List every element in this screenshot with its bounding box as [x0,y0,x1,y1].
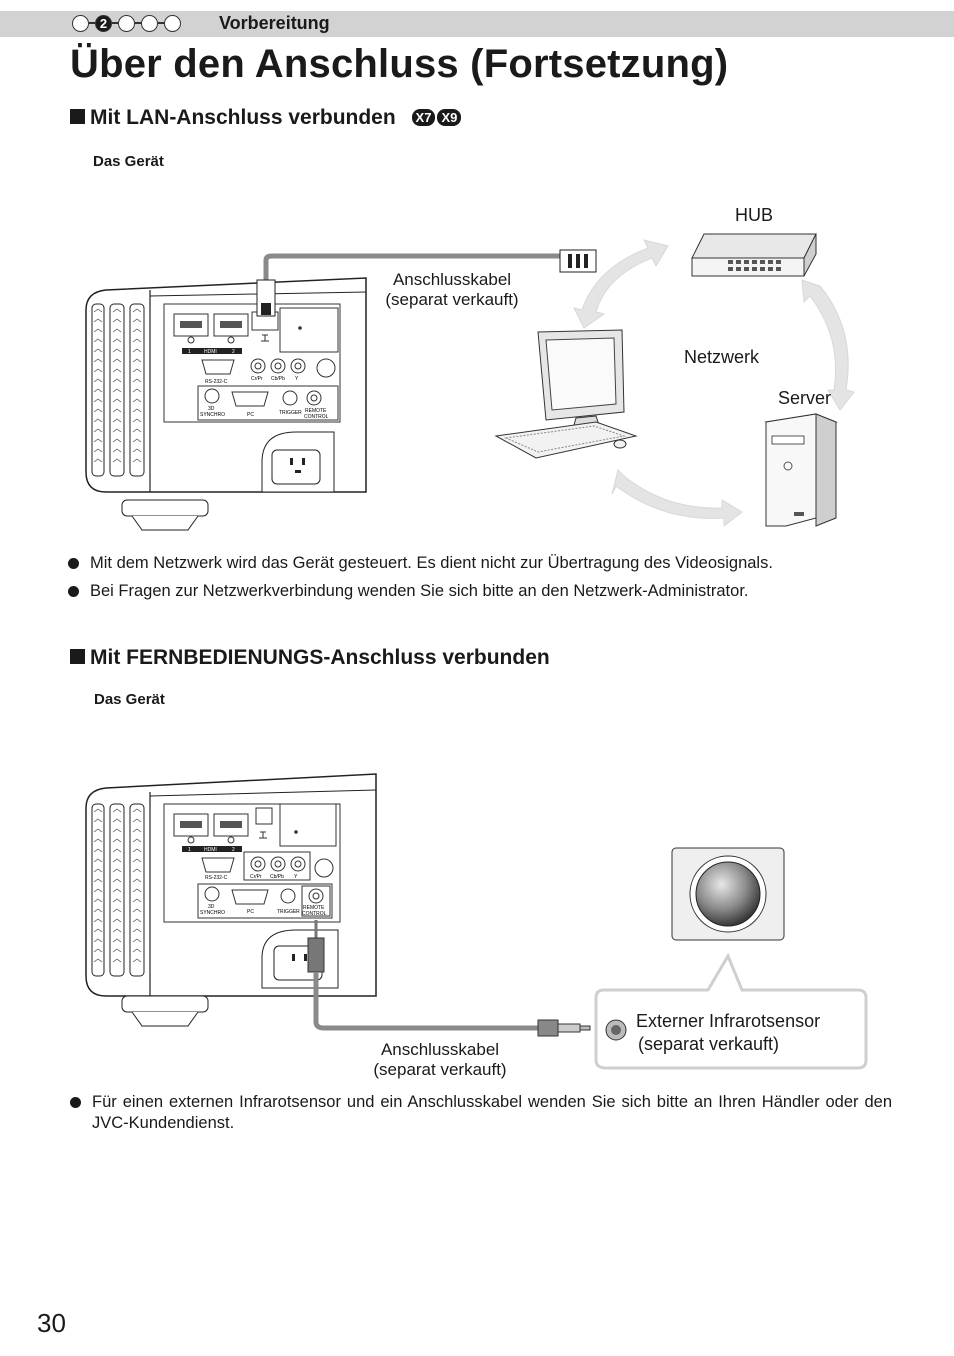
step-dot [141,14,158,32]
section-heading-text: Mit LAN-Anschluss verbunden [90,106,396,129]
panel-label: SYNCHRO [200,412,225,418]
sensor-label-line: (separat verkauft) [638,1034,780,1054]
bullet-dot [68,558,79,569]
section-heading-remote: Mit FERNBEDIENUNGS-Anschluss verbunden [70,646,550,670]
model-badge: X9 [437,109,462,126]
bullet-text: Für einen externen Infrarotsensor und ei… [92,1093,892,1132]
sensor-callout-box [594,952,868,1070]
panel-label: Cr/Pr [251,376,263,382]
panel-label: PC [247,909,254,915]
cable-label-line: (separat verkauft) [385,290,519,309]
step-connector [135,22,141,24]
step-dot [72,14,89,32]
panel-label: Cb/Pb [271,376,285,382]
panel-label: SYNCHRO [200,910,225,916]
projector-rear-illustration: 1 HDMI 2 RS-232-C Cr/Pr Cb/Pb Y 3D SYNCH… [85,773,377,1027]
panel-label: PC [247,412,254,418]
step-connector [112,22,118,24]
cable-label: Anschlusskabel (separat verkauft) [384,270,520,310]
panel-label: REMOTE [305,408,327,414]
chapter-title: Vorbereitung [219,13,330,33]
computer-illustration [494,329,638,459]
section-heading-text: Mit FERNBEDIENUNGS-Anschluss verbunden [90,646,550,669]
panel-label: Y [295,376,299,382]
page-number: 30 [37,1308,66,1338]
step-dot [164,14,181,32]
device-label: Das Gerät [93,153,164,170]
step-connector [158,22,164,24]
network-arrows [573,239,855,528]
square-bullet-icon [70,109,85,124]
sensor-label: Externer Infrarotsensor (separat verkauf… [636,1010,820,1056]
bullet-text: Mit dem Netzwerk wird das Gerät gesteuer… [90,554,773,572]
network-label: Netzwerk [684,347,760,367]
panel-label: 1 [188,847,191,853]
panel-label: HDMI [204,349,217,355]
bullet-dot [70,1097,81,1108]
panel-label: 3D [208,904,215,910]
cable-label-line: (separat verkauft) [373,1060,507,1079]
step-connector [89,22,95,24]
panel-label: Y [294,874,298,880]
cable-label-line: Anschlusskabel [380,1040,500,1059]
lan-cable [256,249,597,317]
panel-label: 2 [232,349,235,355]
remote-cable [307,920,591,1037]
panel-label: RS-232-C [205,875,228,881]
bullet-text: Bei Fragen zur Netzwerkverbindung wenden… [90,582,749,600]
model-badge: X7 [411,109,436,126]
remote-diagram: 1 HDMI 2 RS-232-C Cr/Pr Cb/Pb Y 3D SYNCH… [85,773,868,1070]
panel-label: Cr/Pr [250,874,262,880]
bullet-dot [68,586,79,597]
ir-sensor-illustration [671,847,785,941]
panel-label: CONTROL [302,911,327,917]
projector-rear-illustration: 1 HDMI 2 RS-232-C Cr/Pr Cb/Pb Y 3D SYNCH… [85,277,367,531]
device-label: Das Gerät [94,691,165,708]
hub-label: HUB [735,205,774,225]
cable-label: Anschlusskabel (separat verkauft) [370,1040,510,1080]
panel-label: 1 [188,349,191,355]
server-label: Server [778,388,832,408]
header-bar [0,11,954,37]
step-indicator: 2 [72,13,181,33]
panel-label: 3D [208,406,215,412]
panel-label: HDMI [204,847,217,853]
panel-label: TRIGGER [279,410,302,416]
lan-diagram: 1 HDMI 2 RS-232-C Cr/Pr Cb/Pb Y 3D SYNCH… [85,233,855,531]
panel-label: 2 [232,847,235,853]
hub-illustration [691,233,817,277]
panel-label: RS-232-C [205,379,228,385]
step-dot-active: 2 [95,14,112,32]
sensor-label-line: Externer Infrarotsensor [636,1011,821,1031]
panel-label: TRIGGER [277,909,300,915]
step-dot [118,14,135,32]
panel-label: CONTROL [304,414,329,420]
page-title: Über den Anschluss (Fortsetzung) [70,42,729,86]
cable-label-line: Anschlusskabel [392,270,512,289]
panel-label: Cb/Pb [270,874,284,880]
square-bullet-icon [70,649,85,664]
server-illustration [764,413,838,527]
panel-label: REMOTE [303,905,325,911]
